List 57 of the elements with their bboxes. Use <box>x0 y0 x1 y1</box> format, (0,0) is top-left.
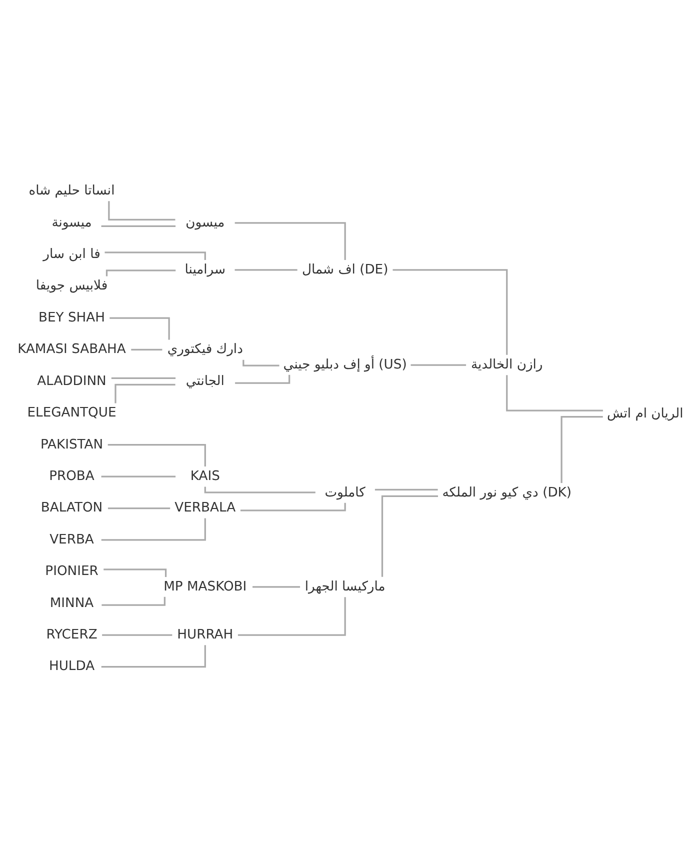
node-text: كاملوت <box>324 484 366 500</box>
connector <box>101 475 176 477</box>
node-text: KAIS <box>190 468 220 484</box>
connector <box>374 488 438 490</box>
node-text: دارك فيكتوري <box>167 342 243 357</box>
node-text: RYCERZ <box>46 626 98 642</box>
connector <box>131 348 162 350</box>
connector <box>102 634 172 636</box>
node-text: PIONIER <box>45 564 98 579</box>
node-text: ELEGANTQUE <box>27 405 116 420</box>
connector <box>238 596 346 636</box>
connector <box>560 415 603 482</box>
connector <box>235 374 290 384</box>
node-text: ALADDINN <box>37 373 106 388</box>
node-text: BALATON <box>40 500 103 516</box>
connector <box>110 316 170 340</box>
node-text: ميسونة <box>52 214 92 230</box>
connector <box>108 444 206 466</box>
connector <box>101 644 206 668</box>
connector <box>252 586 300 588</box>
connector <box>108 200 176 220</box>
node-text: PAKISTAN <box>40 436 104 452</box>
connector <box>102 596 166 606</box>
connector <box>234 268 298 270</box>
node-text: VERBALA <box>174 500 236 516</box>
connector <box>108 506 170 509</box>
connector <box>204 486 316 493</box>
node-text: فلابيس جويفا <box>36 278 108 294</box>
node-text: الريان ام اتش <box>607 406 684 422</box>
node-text: BEY SHAH <box>38 310 105 325</box>
node-text: فا ابن سار <box>43 246 100 262</box>
connector <box>392 268 508 354</box>
node-text: سرامينا <box>184 262 226 277</box>
connector <box>506 374 603 411</box>
connector <box>410 364 466 366</box>
node-text: انساتا حليم شاه <box>28 183 115 198</box>
node-text: HURRAH <box>177 626 234 642</box>
connector <box>114 383 176 403</box>
node-text: دي كيو نور الملكه (DK) <box>442 484 572 500</box>
node-text: MINNA <box>50 595 94 610</box>
connector <box>111 376 176 378</box>
node-text: ميسون <box>186 214 225 230</box>
node-text: MP MASKOBI <box>164 578 247 594</box>
node-text: رازن الخالدية <box>471 356 543 372</box>
connector <box>104 568 167 576</box>
node-text: الجانتي <box>186 373 224 388</box>
connector <box>234 222 346 260</box>
connector <box>381 494 438 576</box>
node-text: VERBA <box>50 532 94 547</box>
connector <box>101 224 176 227</box>
node-text: HULDA <box>48 658 95 674</box>
node-text: ماركيسا الجهرا <box>304 578 386 594</box>
node-text: اف شمال (DE) <box>302 262 388 277</box>
node-text: KAMASI SABAHA <box>18 342 126 357</box>
node-text: أو إف دبليو جيني (US) <box>283 356 407 372</box>
node-text: PROBA <box>49 468 94 484</box>
connector <box>101 518 206 540</box>
